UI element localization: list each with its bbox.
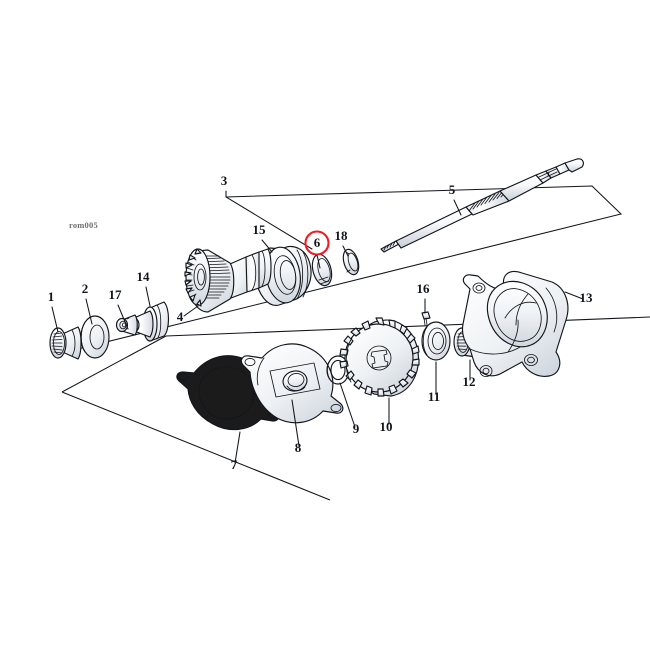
callout-3: 3 <box>221 173 313 250</box>
callout-11: 11 <box>428 361 440 404</box>
callout-number-4: 4 <box>177 309 184 324</box>
callout-number-16: 16 <box>417 281 431 296</box>
callout-leader-9 <box>339 382 356 428</box>
callout-2: 2 <box>82 281 93 325</box>
callout-7: 7 <box>231 431 241 472</box>
callout-14: 14 <box>137 269 151 307</box>
callout-12: 12 <box>463 359 476 389</box>
callout-number-14: 14 <box>137 269 151 284</box>
callout-15: 15 <box>253 222 273 253</box>
callout-leader-14 <box>145 286 151 307</box>
guide-band-upper <box>73 185 623 351</box>
guide-band-lower <box>61 316 650 501</box>
callout-9: 9 <box>339 382 360 436</box>
part-retaining-snap-ring <box>311 253 333 287</box>
callout-leader-15 <box>261 239 273 253</box>
callout-number-2: 2 <box>82 281 89 296</box>
callout-8: 8 <box>291 399 302 455</box>
part-thrust-washer <box>80 315 110 359</box>
callout-leader-5 <box>453 199 462 216</box>
callout-13: 13 <box>564 290 594 305</box>
part-thrust-ring <box>342 248 360 276</box>
callout-leader-8 <box>291 399 300 447</box>
callout-number-17: 17 <box>109 287 123 302</box>
callout-number-12: 12 <box>463 374 476 389</box>
part-retaining-pin <box>421 311 431 326</box>
callout-6: 6 <box>314 235 321 269</box>
callout-16: 16 <box>417 281 431 314</box>
part-shaft-bushing <box>115 314 138 336</box>
callout-4: 4 <box>177 305 199 324</box>
part-mounting-plate <box>240 343 344 424</box>
callout-leader-2 <box>85 298 93 325</box>
callout-number-1: 1 <box>48 289 55 304</box>
callout-number-10: 10 <box>380 419 393 434</box>
callout-number-8: 8 <box>295 440 302 455</box>
part-starter-housing <box>461 271 569 377</box>
callout-number-5: 5 <box>449 182 456 197</box>
callout-leader-3 <box>225 190 313 250</box>
callout-number-7: 7 <box>231 457 238 472</box>
callout-leader-4 <box>183 305 199 317</box>
callout-18: 18 <box>335 228 349 257</box>
part-needle-roller-bearing <box>49 326 82 360</box>
callout-leader-1 <box>51 306 59 333</box>
callout-number-13: 13 <box>580 290 594 305</box>
callout-number-3: 3 <box>221 173 228 188</box>
highlight-ring-callout-6 <box>304 230 330 256</box>
callout-number-18: 18 <box>335 228 349 243</box>
callout-number-11: 11 <box>428 389 440 404</box>
callout-1: 1 <box>48 289 59 333</box>
part-drive-sprocket <box>339 317 420 397</box>
callout-5: 5 <box>449 182 462 216</box>
callout-number-9: 9 <box>353 421 360 436</box>
callout-number-6: 6 <box>314 235 321 250</box>
part-spacer-collar <box>128 301 170 342</box>
part-mainshaft <box>380 158 584 253</box>
part-ball-bearing <box>421 321 451 361</box>
callout-10: 10 <box>380 397 393 434</box>
callout-17: 17 <box>109 287 129 330</box>
part-starter-clutch-gear <box>184 248 272 313</box>
watermark-label: rom005 <box>69 220 98 230</box>
callout-leader-13 <box>564 291 584 300</box>
callout-leader-7 <box>234 431 241 464</box>
callout-leader-17 <box>117 304 129 330</box>
callout-number-15: 15 <box>253 222 267 237</box>
callout-leader-6 <box>316 254 321 269</box>
callout-leader-18 <box>342 245 349 257</box>
